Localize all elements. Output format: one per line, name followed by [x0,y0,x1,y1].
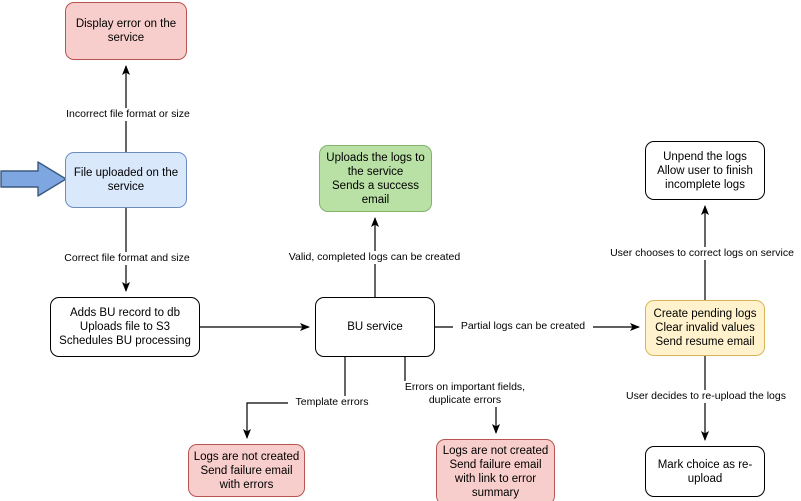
node-display-error[interactable]: Display error on the service [65,2,187,60]
node-bu-service[interactable]: BU service [315,297,435,357]
edge-label-important-field-errors: Errors on important fields, duplicate er… [390,381,540,407]
edge-label-correct-format: Correct file format and size [48,252,206,265]
node-create-pending-logs[interactable]: Create pending logs Clear invalid values… [645,300,765,356]
node-logs-not-created-errors[interactable]: Logs are not created Send failure email … [188,444,305,497]
incoming-flow-arrow [0,161,67,197]
node-mark-choice-reupload[interactable]: Mark choice as re- upload [645,446,765,497]
node-uploads-logs-success[interactable]: Uploads the logs to the service Sends a … [319,145,432,212]
node-logs-not-created-link[interactable]: Logs are not created Send failure email … [436,439,555,501]
edge-label-partial-logs: Partial logs can be created [453,320,593,333]
edge-label-reupload: User decides to re-upload the logs [618,390,794,403]
edge-label-correct-on-service: User chooses to correct logs on service [603,247,801,260]
node-adds-bu-record[interactable]: Adds BU record to db Uploads file to S3 … [50,297,200,357]
edge-label-incorrect-format: Incorrect file format or size [48,108,208,121]
edge-label-template-errors: Template errors [288,396,376,409]
node-unpend-logs[interactable]: Unpend the logs Allow user to finish inc… [645,141,765,200]
node-file-uploaded[interactable]: File uploaded on the service [65,152,187,208]
edge-label-valid-complete: Valid, completed logs can be created [277,251,472,264]
